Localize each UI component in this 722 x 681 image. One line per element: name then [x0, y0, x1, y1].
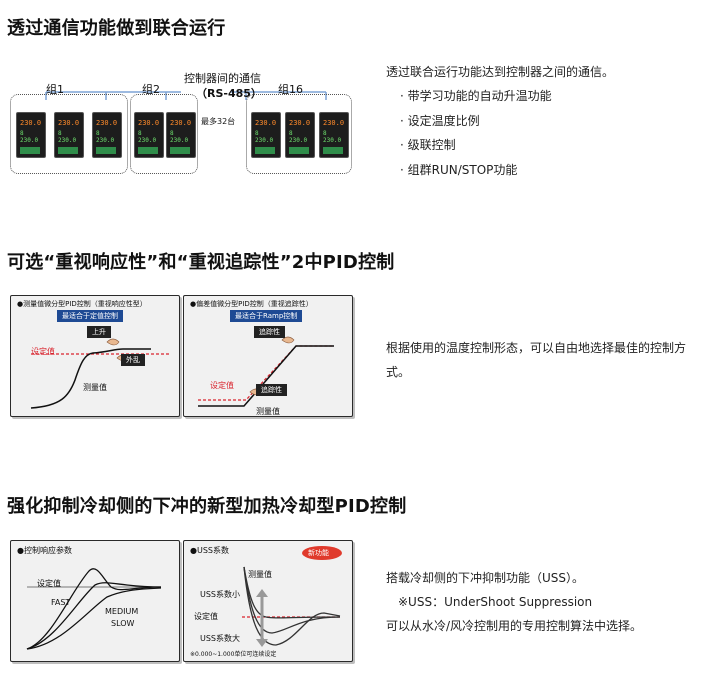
group-box-2	[130, 94, 198, 174]
pid-response-panel: ●测量值微分型PID控制（重视响应性型） 最适合于定值控制 上升 设定值 外乱 …	[10, 295, 180, 417]
group-label-16: 组16	[278, 83, 303, 96]
measured-label: 测量值	[83, 383, 107, 392]
description-line: 搭载冷却侧的下冲抑制功能（USS）。	[386, 571, 585, 585]
section3-description: 搭载冷却侧的下冲抑制功能（USS）。 ※USS：UnderShoot Suppr…	[386, 566, 686, 638]
control-response-curves	[26, 568, 162, 650]
setpoint-label: 设定值	[37, 579, 61, 588]
pid-tracking-curve	[198, 336, 334, 407]
uss-coefficient-panel: ●USS系数 新功能 测量值 USS系数小 设定值 USS系数大 ※0.000~…	[183, 540, 353, 662]
section3-heading: 强化抑制冷却侧的下冲的新型加热冷却型PID控制	[7, 496, 407, 517]
panel-title: ●测量值微分型PID控制（重视响应性型）	[17, 300, 147, 308]
setpoint-label: 设定值	[194, 612, 218, 621]
section1-bullet-list: · 带学习功能的自动升温功能 · 设定温度比例 · 级联控制 · 组群RUN/S…	[400, 84, 552, 182]
measured-label: 测量值	[248, 570, 272, 579]
max-units-label: 最多32台	[201, 117, 236, 126]
comm-label: 控制器间的通信	[184, 72, 261, 85]
group-box-16	[246, 94, 352, 174]
uss-small-label: USS系数小	[200, 590, 241, 599]
panel-title: ●USS系数	[190, 546, 229, 555]
rise-label: 上升	[87, 326, 111, 338]
new-feature-badge: 新功能	[308, 549, 329, 557]
section2-description: 根据使用的温度控制形态，可以自由地选择最佳的控制方式。	[386, 341, 687, 379]
fast-label: FAST	[51, 598, 71, 607]
comm-protocol: （RS-485）	[196, 87, 262, 100]
ramp-label: 追踪性	[254, 326, 285, 338]
section2-heading: 可选“重视响应性”和“重视追踪性”2中PID控制	[7, 252, 395, 273]
bullet-item: · 组群RUN/STOP功能	[400, 162, 518, 177]
panel-title: ●控制响应参数	[17, 546, 72, 555]
section1-intro: 透过联合运行功能达到控制器之间的通信。	[386, 65, 615, 79]
pid-tracking-panel: ●偏差值微分型PID控制（重视追踪性） 最适合于Ramp控制 追踪性 设定值 追…	[183, 295, 353, 417]
footnote: ※0.000~1.000单位可连续设定	[190, 651, 277, 658]
disturbance-label: 外乱	[121, 354, 145, 366]
setpoint-label: 设定值	[210, 381, 234, 390]
panel-tag: 最适合于Ramp控制	[230, 310, 303, 322]
description-line: 可以从水冷/风冷控制用的专用控制算法中选择。	[386, 619, 643, 633]
group-label-1: 组1	[46, 83, 64, 96]
control-response-panel: ●控制响应参数 设定值 FAST MEDIUM SLOW	[10, 540, 180, 662]
comm-wiring	[45, 91, 327, 100]
measured-label: 测量值	[256, 407, 280, 416]
group-box-1	[10, 94, 128, 174]
medium-label: MEDIUM	[105, 607, 139, 616]
uss-large-label: USS系数大	[200, 634, 241, 643]
group-label-2: 组2	[142, 83, 160, 96]
bullet-item: · 设定温度比例	[400, 113, 480, 128]
bullet-item: · 带学习功能的自动升温功能	[400, 89, 552, 103]
description-line: ※USS：UnderShoot Suppression	[398, 595, 593, 609]
panel-tag: 最适合于定值控制	[57, 310, 123, 322]
uss-coefficient-curves	[242, 546, 342, 647]
slow-label: SLOW	[111, 619, 135, 628]
track-label: 追踪性	[256, 384, 287, 396]
bullet-item: · 级联控制	[400, 138, 456, 152]
setpoint-label: 设定值	[31, 347, 55, 356]
section1-heading: 透过通信功能做到联合运行	[7, 18, 226, 39]
panel-title: ●偏差值微分型PID控制（重视追踪性）	[190, 300, 313, 308]
